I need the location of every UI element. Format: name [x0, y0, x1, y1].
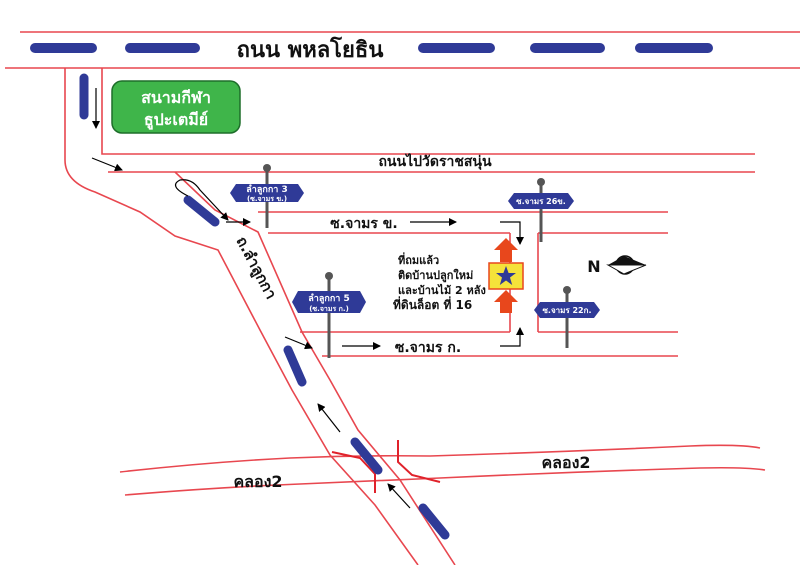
star-icon [496, 266, 516, 285]
road-edges [64, 68, 755, 565]
sign-lamlukka3-line1: ลำลูกกา 3 [246, 184, 287, 195]
landmark-line1: สนามกีฬา [141, 88, 211, 107]
sign-lamlukka5-line2: (ซ.จามร ก.) [309, 305, 349, 313]
canal-label-right: คลอง2 [541, 453, 590, 472]
road-label-soi-k: ซ.จามร ก. [395, 340, 461, 356]
main-road: ถนน พหลโยธิน [5, 31, 800, 69]
sign-lamlukka3-line2: (ซ.จามร ข.) [247, 195, 287, 203]
destination-line2: ติดบ้านปลูกใหม่ [398, 268, 473, 283]
destination-label: ที่ถมแล้ว ติดบ้านปลูกใหม่ และบ้านไม้ 2 ห… [393, 252, 486, 312]
sign-s22-line1: ซ.จามร 22ก. [542, 306, 591, 315]
canal [119, 444, 766, 496]
lam-luk-ka-dashes [79, 73, 450, 540]
destination-line1: ที่ถมแล้ว [398, 252, 439, 267]
road-label-soi-kh: ซ.จามร ข. [330, 216, 397, 232]
direction-arrow-icons [91, 88, 524, 509]
main-road-label: ถนน พหลโยธิน [237, 36, 384, 63]
sign-s26: ซ.จามร 26ข. [508, 178, 574, 242]
up-arrow-icon [494, 290, 518, 313]
road-label-to-temple: ถนนไปวัดราชสนุ่น [378, 152, 491, 170]
landmark-line2: ธูปะเตมีย์ [144, 110, 208, 131]
soi-roads [258, 211, 678, 357]
landmark-stadium: สนามกีฬา ธูปะเตมีย์ [111, 80, 241, 134]
sign-s22: ซ.จามร 22ก. [534, 286, 600, 348]
bridge [331, 440, 441, 493]
sign-lamlukka5-line1: ลำลูกกา 5 [308, 293, 349, 304]
compass-label: N [587, 257, 600, 276]
sign-lamlukka3: ลำลูกกา 3 (ซ.จามร ข.) [230, 164, 304, 228]
up-arrow-icon [494, 238, 518, 262]
destination-line4: ที่ดินล็อต ที่ 16 [393, 296, 472, 312]
north-arrow-icon: N [587, 255, 647, 276]
sign-s26-line1: ซ.จามร 26ข. [516, 197, 566, 206]
canal-label-left: คลอง2 [233, 472, 282, 491]
destination-line3: และบ้านไม้ 2 หลัง [398, 283, 486, 297]
destination-marker [488, 238, 524, 313]
sign-lamlukka5: ลำลูกกา 5 (ซ.จามร ก.) [292, 272, 366, 358]
